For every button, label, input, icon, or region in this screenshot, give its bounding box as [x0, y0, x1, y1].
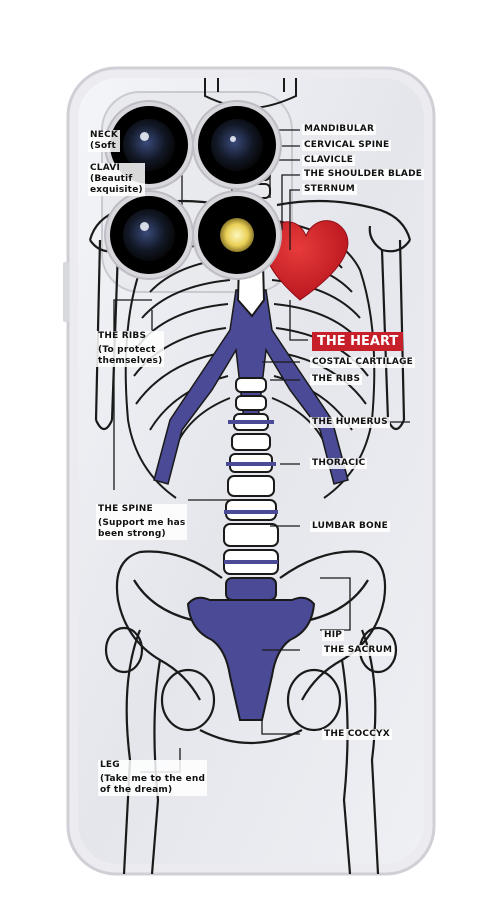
label-the-spine-sub1: (Support me has: [98, 518, 186, 528]
label-neck: NECK (Soft: [88, 130, 121, 152]
spine: [223, 377, 279, 601]
label-cervical-spine: CERVICAL SPINE: [302, 140, 392, 151]
label-neck-title: NECK: [90, 130, 119, 140]
label-the-spine-title: THE SPINE: [98, 504, 153, 514]
label-sternum: STERNUM: [302, 184, 357, 195]
flash-icon: [198, 196, 276, 274]
camera-lens-icon: [110, 106, 188, 184]
label-the-ribs-left-title: THE RIBS: [98, 331, 147, 341]
label-clavicle-left-sub1: (Beautif: [90, 174, 133, 184]
side-button-left: [63, 262, 69, 322]
label-clavicle-left-sub2: exquisite): [90, 185, 143, 195]
label-thoracic: THORACIC: [310, 458, 368, 469]
label-the-coccyx: THE COCCYX: [322, 729, 392, 740]
label-the-sacrum: THE SACRUM: [322, 645, 395, 656]
label-the-ribs-left-sub2: themselves): [98, 356, 163, 366]
label-neck-sub: (Soft: [90, 141, 116, 151]
label-shoulder-blade: THE SHOULDER BLADE: [302, 169, 425, 180]
label-leg-sub2: of the dream): [100, 785, 173, 795]
label-leg: LEG (Take me to the end of the dream): [98, 760, 208, 796]
label-lumbar-bone: LUMBAR BONE: [310, 521, 390, 532]
label-mandibular: MANDIBULAR: [302, 124, 377, 135]
label-clavicle-left-title: CLAVI: [90, 163, 121, 173]
label-the-spine: THE SPINE (Support me has been strong): [96, 504, 188, 540]
label-costal-cartilage: COSTAL CARTILAGE: [310, 357, 416, 368]
label-clavicle: CLAVICLE: [302, 155, 356, 166]
label-the-heart: THE HEART: [312, 332, 404, 351]
label-leg-title: LEG: [100, 760, 120, 770]
pelvis: [115, 550, 387, 744]
label-the-ribs-left: THE RIBS (To protect themselves): [96, 331, 165, 367]
label-the-ribs-left-sub1: (To protect: [98, 345, 156, 355]
label-the-humerus: THE HUMERUS: [310, 417, 390, 428]
sacrum: [186, 596, 316, 721]
label-the-spine-sub2: been strong): [98, 529, 166, 539]
camera-lens-icon: [110, 196, 188, 274]
label-the-ribs-right: THE RIBS: [310, 374, 363, 385]
label-clavicle-left: CLAVI (Beautif exquisite): [88, 163, 145, 196]
label-leg-sub1: (Take me to the end: [100, 774, 206, 784]
label-hip: HIP: [322, 630, 345, 641]
camera-lens-icon: [198, 106, 276, 184]
